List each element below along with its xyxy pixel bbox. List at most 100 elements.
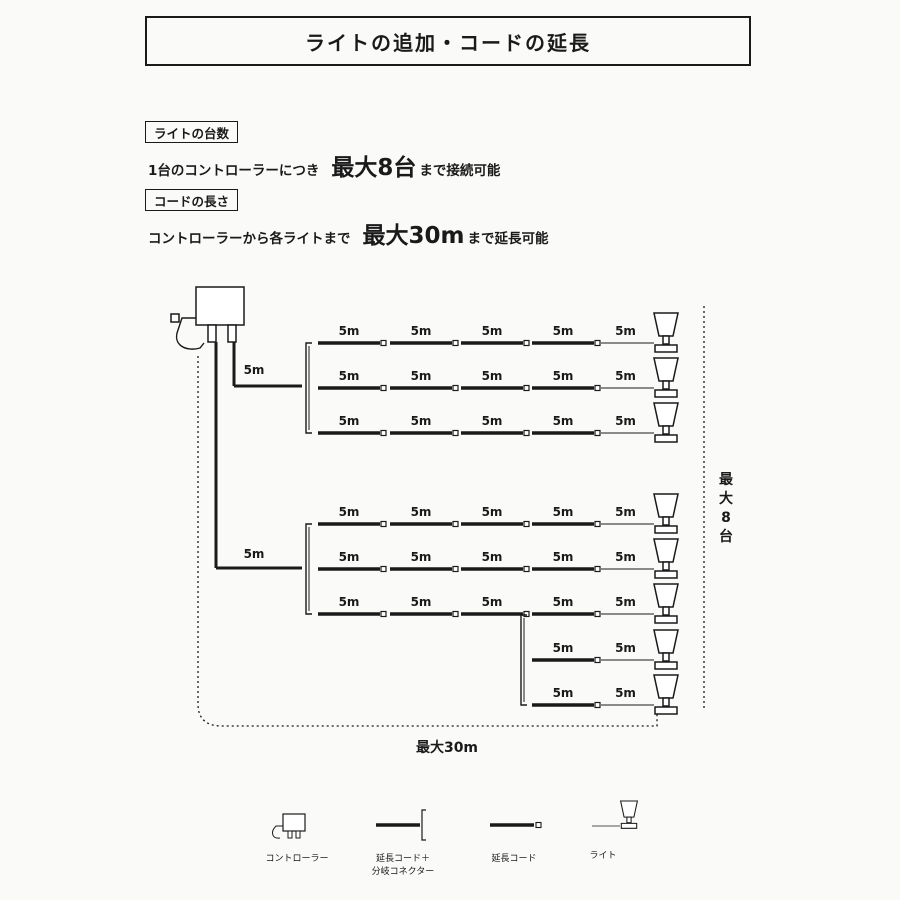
cord-connector [594, 429, 601, 437]
segment-length-label: 5m [482, 595, 503, 609]
cord-connector [380, 520, 387, 528]
legend-cord-connector-label-2: 分岐コネクター [372, 865, 435, 877]
cord-connector [452, 429, 459, 437]
segment-length-label: 5m [615, 641, 636, 655]
light-icon [653, 357, 679, 398]
light-stem [662, 606, 670, 616]
segment-length-label: 5m [411, 550, 432, 564]
cord-connector [594, 384, 601, 392]
segment-length-label: 5m [482, 550, 503, 564]
branch-connector [305, 523, 312, 615]
light-stem [662, 425, 670, 435]
light-icon [653, 583, 679, 624]
light-shade [653, 493, 679, 518]
max-length-dotted-line [197, 356, 658, 727]
segment-length-label: 5m [615, 686, 636, 700]
cord-connector [594, 701, 601, 709]
legend-light-icon [619, 800, 639, 829]
segment-length-label: 5m [553, 505, 574, 519]
controller-body [195, 286, 245, 326]
light-icon [653, 538, 679, 579]
legend-controller-cable [272, 825, 283, 839]
cord-connector [452, 384, 459, 392]
cord-connector [452, 610, 459, 618]
light-icon [653, 674, 679, 715]
segment-length-label: 5m [244, 363, 265, 377]
light-base [654, 706, 678, 715]
segment-length-label: 5m [482, 414, 503, 428]
segment-length-label: 5m [615, 550, 636, 564]
max-length-label: 最大30m [416, 739, 478, 756]
cord-connector [380, 565, 387, 573]
max-lights-label-char: 最 [719, 471, 734, 488]
cord-connector [594, 520, 601, 528]
cord-connector [523, 520, 530, 528]
max-lights-label-char: 台 [719, 528, 733, 545]
cord-connector [523, 339, 530, 347]
light-shade [653, 583, 679, 608]
light-icon [653, 312, 679, 353]
segment-length-label: 5m [339, 595, 360, 609]
legend-branch-connector [421, 809, 426, 841]
power-plug [170, 313, 180, 323]
segment-length-label: 5m [615, 505, 636, 519]
segment-length-label: 5m [615, 414, 636, 428]
segment-length-label: 5m [615, 324, 636, 338]
light-stem [662, 516, 670, 526]
section-tag-light-count: ライトの台数 [145, 121, 239, 143]
max-lights-label-char: 8 [721, 510, 731, 526]
light-stem [662, 335, 670, 345]
light-base [654, 615, 678, 624]
segment-length-label: 5m [411, 414, 432, 428]
cord-connector [594, 610, 601, 618]
light-shade [619, 800, 639, 818]
light-stem [662, 561, 670, 571]
light-stem [662, 380, 670, 390]
legend-cord-label: 延長コード [491, 852, 536, 864]
legend-controller-port [287, 830, 293, 839]
light-stem [662, 652, 670, 662]
cord-connector [380, 339, 387, 347]
segment-length-label: 5m [482, 505, 503, 519]
cord-connector [594, 565, 601, 573]
cord-connector [452, 565, 459, 573]
segment-length-label: 5m [244, 547, 265, 561]
segment-length-label: 5m [411, 505, 432, 519]
light-stem [626, 816, 632, 824]
segment-length-label: 5m [411, 595, 432, 609]
controller-port [207, 324, 217, 343]
light-shade [653, 357, 679, 382]
light-shade [653, 312, 679, 337]
segment-length-label: 5m [339, 550, 360, 564]
page-title: ライトの追加・コードの延長 [145, 16, 751, 66]
segment-length-label: 5m [615, 595, 636, 609]
cord-length-emphasis: 最大30m [362, 223, 465, 249]
cord-length-statement: コントローラーから各ライトまで 最大30m まで延長可能 [148, 216, 548, 250]
legend-light-label: ライト [589, 850, 616, 861]
light-stem [662, 697, 670, 707]
light-base [654, 525, 678, 534]
legend-controller-label: コントローラー [265, 853, 328, 864]
light-icon [653, 402, 679, 443]
cord-connector [380, 384, 387, 392]
segment-length-label: 5m [553, 550, 574, 564]
cord-connector [452, 520, 459, 528]
light-base [654, 344, 678, 353]
cord-connector [594, 339, 601, 347]
light-shade [653, 629, 679, 654]
light-base [654, 661, 678, 670]
segment-length-label: 5m [553, 641, 574, 655]
segment-length-label: 5m [339, 505, 360, 519]
branch-connector [520, 614, 527, 706]
light-base [620, 822, 638, 829]
light-shade [653, 402, 679, 427]
light-count-prefix: 1台のコントローラーにつき [148, 163, 320, 179]
segment-length-label: 5m [339, 324, 360, 338]
light-base [654, 389, 678, 398]
light-count-statement: 1台のコントローラーにつき 最大8台 まで接続可能 [148, 148, 500, 182]
cord-connector [523, 429, 530, 437]
cord-connector [523, 384, 530, 392]
controller-power-cable [175, 317, 205, 350]
segment-length-label: 5m [553, 595, 574, 609]
